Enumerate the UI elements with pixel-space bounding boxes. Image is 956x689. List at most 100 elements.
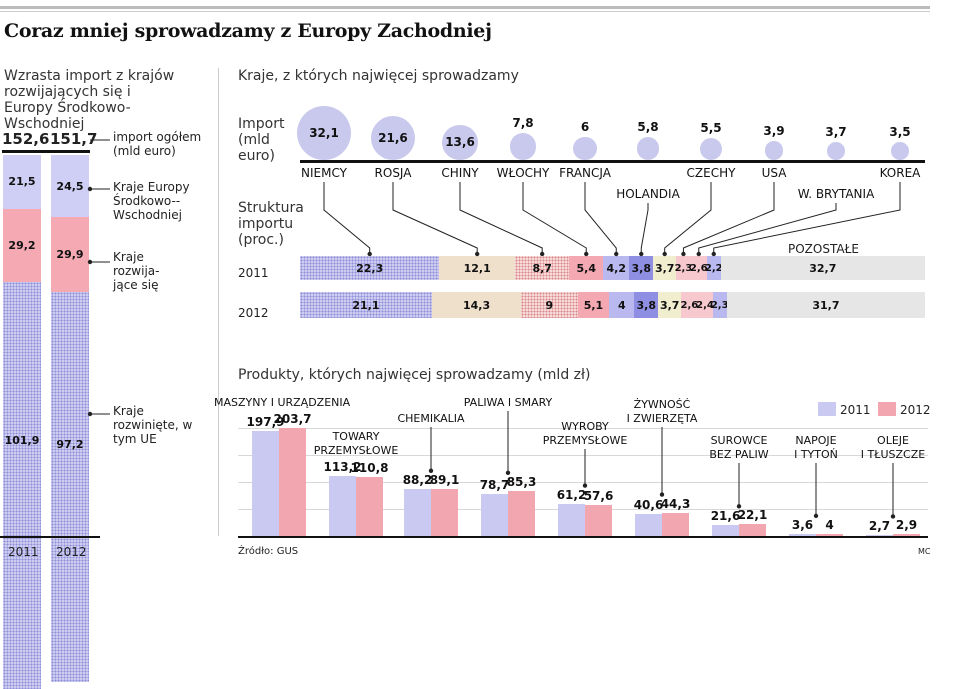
top-rule <box>0 6 930 9</box>
total-2011: 152,6 <box>2 130 50 148</box>
total-2012: 151,7 <box>50 130 98 148</box>
leader-dot <box>696 251 701 257</box>
product-label-line: CHEMIKALIA <box>397 412 465 425</box>
structure-segment: 4 <box>609 292 635 318</box>
credit: MC <box>918 547 931 556</box>
structure-segment: 2,4 <box>696 292 714 318</box>
leader-dot <box>87 186 93 192</box>
structure-year-2012: 2012 <box>238 306 269 320</box>
product-label-line: OLEJE <box>877 434 909 447</box>
product-label-line: PRZEMYSŁOWE <box>313 444 399 457</box>
import-bubble <box>699 137 723 160</box>
import-bubble: 21,6 <box>370 115 416 160</box>
legend-2012-label: 2012 <box>900 403 931 417</box>
country-label: NIEMCY <box>301 166 347 180</box>
legend-2012-swatch <box>878 402 896 416</box>
leader-dot <box>711 251 716 257</box>
leader-dot <box>584 251 589 257</box>
value-2012: 203,7 <box>273 412 312 426</box>
left-subtitle: Wzrasta import z krajów rozwijających si… <box>4 68 175 132</box>
country-leader <box>323 182 371 256</box>
bar-2012 <box>816 533 843 536</box>
leader-dot <box>474 251 480 257</box>
stack-segment: 24,5 <box>51 155 89 217</box>
country-leader <box>392 182 478 256</box>
left-axis <box>0 536 100 538</box>
value-2011: 78,7 <box>479 478 510 493</box>
countries-subtitle: Kraje, z których najwięcej sprowadzamy <box>238 68 519 84</box>
country-label: W. BRYTANIA <box>797 187 875 201</box>
bubble-value: 5,5 <box>700 120 722 135</box>
bar-2012 <box>893 534 920 536</box>
structure-segment: 32,7 <box>720 256 925 280</box>
left-legend-developed: Kraje rozwinięte, w tym UE <box>113 404 193 446</box>
bar-2012 <box>279 428 306 536</box>
value-2012: 57,6 <box>583 489 614 504</box>
legend-2011-swatch <box>818 402 836 416</box>
country-leader <box>698 203 837 256</box>
structure-segment: 2,3 <box>711 292 729 318</box>
bar-2012 <box>508 490 535 536</box>
bar-2011 <box>481 494 508 536</box>
import-label: Import (mld euro) <box>238 116 285 164</box>
legend-2011-label: 2011 <box>840 403 871 417</box>
product-label-line: I TYTOŃ <box>794 448 838 461</box>
bubble-value: 3,7 <box>825 124 847 139</box>
value-2011: 21,6 <box>710 508 741 523</box>
bubble-baseline <box>300 160 925 163</box>
value-2012: 2,9 <box>895 518 918 533</box>
leader-dot <box>614 251 619 257</box>
structure-segment: 2,2 <box>705 256 723 280</box>
value-2012: 22,1 <box>737 508 768 523</box>
structure-label: Struktura importu (proc.) <box>238 200 304 248</box>
leader-dot <box>582 483 588 488</box>
left-legend-cee: Kraje Europy Środkowo--Wschodniej <box>113 180 190 222</box>
products-axis <box>238 536 928 538</box>
product-label-line: NAPOJE <box>795 434 837 447</box>
bubble-value: 3,9 <box>763 124 785 139</box>
structure-segment: 22,3 <box>300 256 440 280</box>
product-label-line: MASZYNY I URZĄDZENIA <box>214 396 351 409</box>
leader-dot <box>505 470 511 475</box>
top-rule-thin <box>0 11 930 12</box>
source-note: Źródło: GUS <box>238 546 299 557</box>
leader-dot <box>367 251 372 257</box>
leader-dot <box>639 251 644 257</box>
import-bubble <box>764 141 784 160</box>
bar-2011 <box>558 503 585 536</box>
country-leader <box>459 182 543 256</box>
bar-2011 <box>404 489 431 536</box>
country-leader <box>713 182 901 256</box>
value-2012: 110,8 <box>350 461 389 476</box>
page-title: Coraz mniej sprowadzamy z Europy Zachodn… <box>4 20 492 42</box>
country-leader <box>640 203 649 256</box>
grid-line <box>238 428 928 429</box>
leader-dot <box>87 259 93 265</box>
product-label-line: TOWARY <box>332 430 380 443</box>
value-2012: 89,1 <box>429 472 460 487</box>
import-bubble <box>891 142 909 160</box>
value-2011: 113,2 <box>323 459 362 474</box>
structure-segment: 3,8 <box>634 292 659 318</box>
left-panel-divider <box>218 68 219 536</box>
import-bubble: 32,1 <box>297 106 351 160</box>
value-2011: 3,6 <box>791 518 814 533</box>
structure-segment: 2,6 <box>681 292 698 318</box>
country-leader <box>584 182 617 256</box>
total-line <box>2 150 90 153</box>
import-bubble <box>573 136 597 160</box>
bubble-value: 3,5 <box>889 125 911 140</box>
left-year-2012: 2012 <box>56 545 87 559</box>
product-label-line: PALIWA I SMARY <box>463 396 553 409</box>
bubble-value: 6 <box>580 119 590 134</box>
bubble-value: 7,8 <box>512 116 534 131</box>
product-label: PALIWA I SMARY <box>443 396 573 410</box>
left-legend-total: import ogółem (mld euro) <box>113 130 202 158</box>
leader-dot <box>662 251 667 257</box>
leader-dot <box>659 492 665 497</box>
structure-segment: 3,8 <box>629 256 654 280</box>
country-label: CHINY <box>441 166 479 180</box>
bar-2011 <box>252 431 279 536</box>
